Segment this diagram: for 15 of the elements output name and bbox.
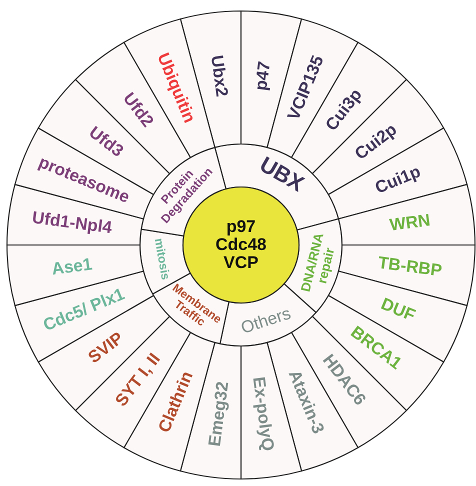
protein-label: WRN	[388, 211, 431, 234]
protein-label: p47	[252, 60, 274, 92]
protein-label: TB-RBP	[376, 254, 443, 280]
protein-label: Cui1p	[372, 162, 424, 198]
protein-name: Cdc48	[215, 236, 267, 254]
protein-name: p97	[225, 218, 257, 236]
protein-name: VCP	[222, 254, 260, 272]
protein-label: Ubx2	[207, 54, 230, 98]
protein-label: DUF	[378, 295, 418, 325]
protein-label: Ase1	[51, 256, 94, 279]
protein-label: Emeg32	[206, 380, 232, 448]
protein-label: Ex-polyQ	[249, 375, 277, 452]
category-label: UBX	[256, 152, 308, 196]
protein-label: Ufd1-Npl4	[32, 208, 114, 237]
category-label: Others	[238, 304, 293, 338]
